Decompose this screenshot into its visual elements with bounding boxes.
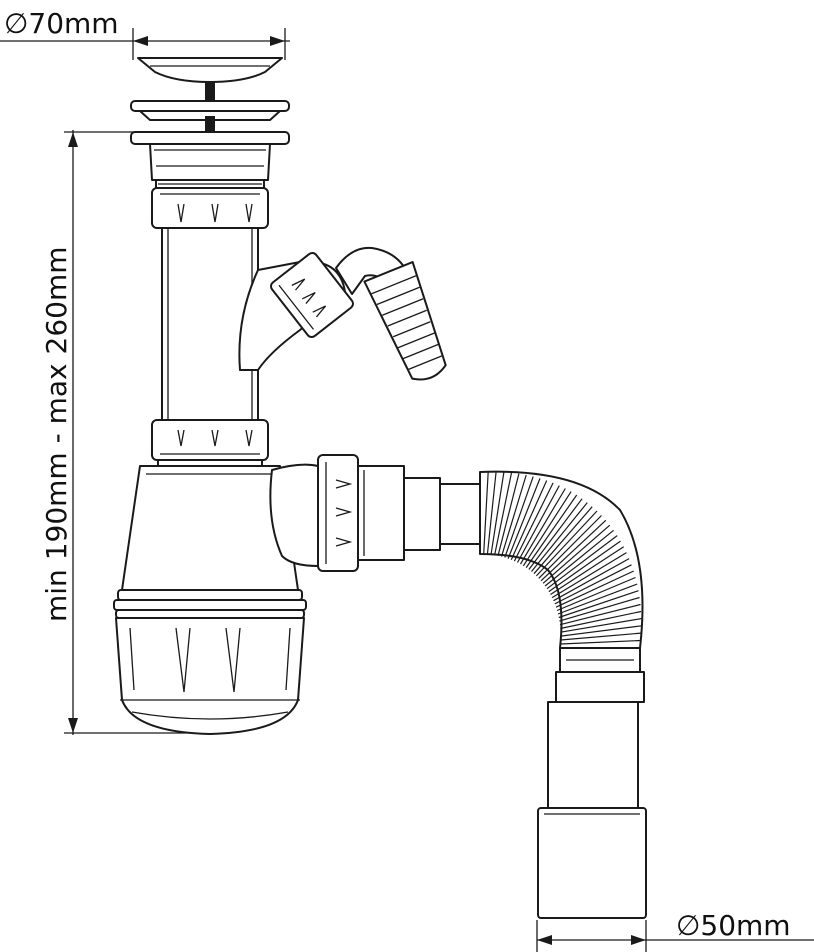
top-dim-arrow-left [133, 36, 148, 46]
outlet-dim-arrow-left [537, 935, 552, 945]
height-dimension: min 190mm - max 260mm [40, 130, 210, 735]
hose-body [479, 470, 644, 649]
horizontal-pipe [403, 477, 481, 551]
hose-rib [560, 610, 642, 630]
lower-nut [151, 419, 269, 467]
flange-upper-ring [130, 100, 290, 112]
top-dim-arrow-right [270, 36, 285, 46]
hose-rib [560, 625, 642, 637]
hose-rib [559, 603, 641, 626]
hose-rib [525, 494, 578, 568]
hose-rib [556, 576, 636, 612]
flange-screw [205, 116, 215, 134]
outlet-pipe [537, 647, 647, 919]
height-range-label: min 190mm - max 260mm [40, 247, 73, 623]
hose-rib [558, 590, 639, 619]
hose-rib [553, 558, 630, 602]
hose-rib [540, 519, 607, 582]
bottle-outlet-stub [269, 463, 319, 567]
hose-rib [531, 502, 588, 572]
outlet-dim-arrow-right [631, 935, 646, 945]
outlet-diameter-dimension: ∅50mm [536, 909, 814, 952]
branch-nut [270, 251, 354, 339]
hose-rib [486, 471, 497, 555]
tube-body [161, 227, 259, 421]
side-branch-inlet [238, 246, 447, 381]
bottle-cup [115, 617, 305, 735]
outlet-collar [555, 671, 645, 703]
outlet-end [537, 807, 647, 919]
outlet-diameter-label: ∅50mm [676, 909, 791, 942]
hose-rib [490, 472, 505, 555]
hose-rib [555, 570, 634, 608]
height-dim-arrow-top [68, 132, 78, 147]
strainer-sleeve [149, 143, 271, 181]
hose-rib [548, 540, 621, 593]
vertical-tube [161, 227, 259, 421]
hose-rib [497, 473, 520, 556]
flexible-hose [479, 470, 644, 649]
top-diameter-dimension: ∅70mm [0, 7, 290, 60]
hose-rib [544, 529, 614, 587]
hose-rib [560, 639, 641, 645]
plug-stopper [137, 57, 283, 102]
hose-rib [560, 618, 642, 633]
outlet-sleeve [547, 701, 639, 809]
hose-rib [507, 478, 541, 559]
flange-lower-ring [130, 131, 290, 145]
hose-rib [513, 482, 554, 562]
hose-corrugations [483, 471, 642, 645]
hose-rib [557, 583, 638, 615]
hose-rib [538, 515, 602, 579]
hose-rib [559, 596, 640, 622]
hose-rib [522, 491, 572, 567]
hose-rib [542, 524, 611, 584]
hose-rib [535, 510, 598, 577]
drain-flange [130, 100, 290, 145]
outlet-nut [317, 454, 405, 572]
plug-stem [205, 82, 215, 102]
pipe-coupling [403, 477, 441, 551]
strainer-body [149, 143, 271, 229]
hose-rib [504, 476, 534, 558]
hose-rib [533, 506, 593, 575]
hose-rib [494, 472, 513, 556]
hose-rib [550, 546, 625, 596]
hose-rib [546, 535, 618, 590]
bottle-trap [113, 463, 319, 735]
hose-rib [528, 498, 583, 570]
top-diameter-label: ∅70mm [4, 7, 119, 40]
hose-rib [554, 564, 632, 605]
height-dim-arrow-bottom [68, 718, 78, 733]
hose-rib [483, 471, 489, 555]
hose-rib [519, 488, 566, 565]
hose-rib [560, 632, 642, 641]
hose-rib [516, 485, 560, 563]
hose-rib [510, 480, 548, 561]
plug-cap [137, 57, 283, 83]
hose-rib [551, 552, 627, 599]
hose-rib [500, 474, 527, 557]
